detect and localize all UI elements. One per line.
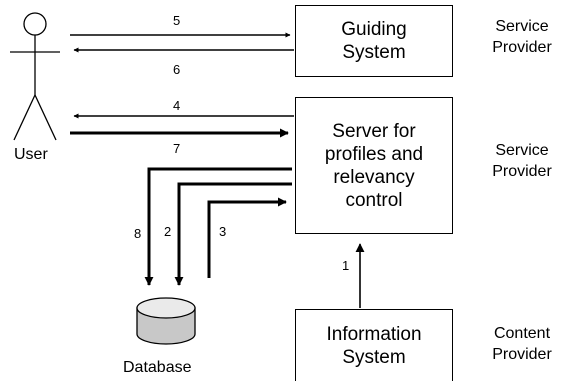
info-provider-role: Content Provider bbox=[492, 325, 552, 363]
server-label: Server for profiles and relevancy contro… bbox=[324, 120, 424, 211]
arrow-8 bbox=[144, 167, 292, 286]
guiding-provider-role: Service Provider bbox=[492, 18, 552, 56]
guiding-system-box: Guiding System bbox=[295, 5, 453, 77]
guiding-system-label: Guiding System bbox=[341, 19, 407, 63]
flow-label-8: 8 bbox=[134, 226, 142, 241]
arrow-2 bbox=[174, 182, 292, 286]
flow-label-4: 4 bbox=[173, 98, 181, 113]
flow-label-1: 1 bbox=[342, 258, 350, 273]
information-system-label: Information System bbox=[326, 323, 422, 368]
server-box: Server for profiles and relevancy contro… bbox=[295, 97, 453, 234]
server-provider-role: Service Provider bbox=[492, 142, 552, 180]
flow-label-5: 5 bbox=[173, 13, 181, 28]
arrow-3 bbox=[207, 197, 287, 278]
flow-label-7: 7 bbox=[173, 141, 181, 156]
database-cylinder-icon bbox=[136, 297, 196, 345]
database-label: Database bbox=[123, 359, 192, 376]
information-system-box: Information System bbox=[295, 309, 453, 381]
flow-label-3: 3 bbox=[219, 224, 227, 239]
user-label: User bbox=[14, 146, 48, 163]
flow-label-2: 2 bbox=[164, 224, 172, 239]
flow-label-6: 6 bbox=[173, 62, 181, 77]
user-figure-icon bbox=[10, 12, 60, 141]
